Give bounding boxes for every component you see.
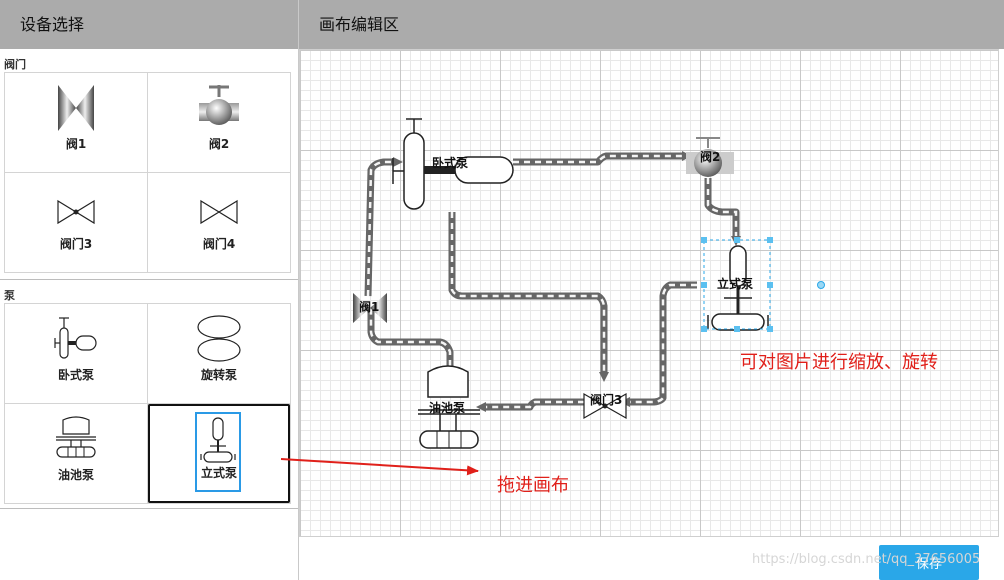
canvas-label-vertical-pump: 立式泵 (717, 276, 753, 291)
drag-hint-text: 拖进画布 (497, 475, 569, 496)
canvas-node-valve2[interactable]: 阀2 (686, 137, 734, 177)
valve1-icon (58, 85, 94, 131)
sidebar-title: 设备选择 (0, 0, 298, 49)
palette-item-valve2[interactable]: 阀2 (148, 73, 290, 172)
palette-label-oil-pool-pump: 油池泵 (57, 468, 94, 482)
rotate-handle[interactable] (817, 281, 825, 289)
group-title-valves: 阀门 (4, 58, 26, 71)
palette-item-valve1[interactable]: 阀1 (5, 73, 147, 172)
group-title-pumps: 泵 (4, 289, 15, 302)
canvas-label-oil-pool-pump: 油池泵 (429, 400, 465, 415)
selection-handles[interactable] (701, 237, 825, 332)
horizontal-pump-icon (54, 317, 97, 359)
canvas-node-oil-pool-pump[interactable]: 油池泵 (418, 365, 480, 449)
resize-handle[interactable] (767, 237, 773, 243)
resize-handle[interactable] (701, 326, 707, 332)
valve4-icon (200, 199, 238, 225)
canvas-node-valve1[interactable]: 阀1 (353, 293, 387, 323)
resize-handle[interactable] (734, 326, 740, 332)
resize-handle[interactable] (701, 237, 707, 243)
valve3-icon (57, 199, 95, 225)
palette-label-rotary-pump: 旋转泵 (200, 368, 237, 382)
palette-label-valve4: 阀门4 (202, 237, 236, 251)
palette-item-vertical-pump[interactable]: 立式泵 (148, 404, 290, 503)
palette-item-oil-pool-pump[interactable]: 油池泵 (5, 404, 147, 503)
pump-grid: 卧式泵 旋转泵 油池泵 (4, 303, 291, 504)
palette-item-valve4[interactable]: 阀门4 (148, 173, 290, 272)
palette-item-rotary-pump[interactable]: 旋转泵 (148, 304, 290, 403)
palette-label-valve1: 阀1 (65, 137, 87, 151)
group-divider (0, 279, 298, 280)
canvas-label-horizontal-pump: 卧式泵 (432, 155, 468, 170)
palette-label-horizontal-pump: 卧式泵 (57, 368, 94, 382)
canvas-node-valve3[interactable]: 阀门3 (583, 392, 627, 420)
diagram-canvas[interactable] (299, 49, 999, 537)
resize-handle[interactable] (767, 326, 773, 332)
resize-handle[interactable] (701, 282, 707, 288)
palette-label-valve2: 阀2 (208, 137, 230, 151)
canvas-title: 画布编辑区 (299, 0, 1004, 49)
device-sidebar: 设备选择 阀门 阀1 (0, 0, 299, 580)
save-button[interactable]: 保存 (879, 545, 979, 580)
palette-label-vertical-pump: 立式泵 (200, 466, 237, 480)
resize-handle[interactable] (767, 282, 773, 288)
palette-label-valve3: 阀门3 (59, 237, 93, 251)
canvas-label-valve3: 阀门3 (590, 392, 622, 407)
drag-hint-arrow (280, 458, 479, 476)
vertical-pump-icon (195, 412, 241, 492)
palette-item-horizontal-pump[interactable]: 卧式泵 (5, 304, 147, 403)
palette-item-valve3[interactable]: 阀门3 (5, 173, 147, 272)
canvas-node-horizontal-pump[interactable]: 卧式泵 (392, 118, 514, 210)
resize-handle[interactable] (734, 237, 740, 243)
valve-grid: 阀1 阀2 (4, 72, 291, 273)
valve2-icon (199, 85, 239, 125)
scale-rotate-hint-text: 可对图片进行缩放、旋转 (740, 352, 938, 373)
canvas-label-valve2: 阀2 (700, 150, 720, 164)
rotary-pump-icon (197, 315, 241, 362)
sidebar-bottom-divider (0, 508, 298, 509)
canvas-label-valve1: 阀1 (359, 300, 379, 314)
oil-pool-pump-icon (56, 416, 96, 458)
watermark: https://blog.csdn.net/qq_37656005 (752, 552, 981, 567)
canvas-node-vertical-pump[interactable]: 立式泵 (707, 245, 769, 331)
